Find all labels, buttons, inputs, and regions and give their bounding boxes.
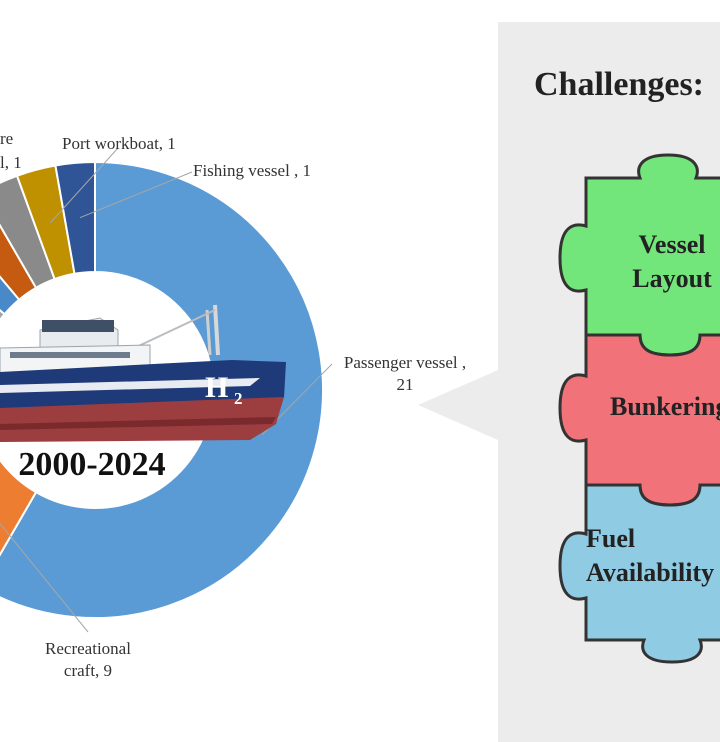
leader-recreational-craft	[0, 522, 89, 633]
fishing-vessel-label: Fishing vessel , 1	[193, 161, 312, 180]
passenger-vessel-label: Passenger vessel , 21	[343, 353, 467, 394]
bunkering-text: Bunkering	[610, 392, 720, 421]
donut-slice-1	[0, 458, 38, 557]
puzzle-piece-fuel-availability	[558, 483, 720, 664]
hydrogen-ship-illustration	[0, 304, 286, 442]
leader-fishing-vessel	[79, 171, 193, 219]
challenges-title: Challenges:	[534, 66, 704, 103]
ship-h2-subscript: 2	[234, 389, 243, 408]
fuel-availability-text: Fuel Availability	[586, 524, 715, 587]
port-workboat-label: Port workboat, 1	[62, 134, 176, 153]
ship-h2-badge: H	[205, 371, 228, 404]
donut-slice-7	[54, 160, 96, 275]
leader-port-workboat	[49, 147, 119, 224]
partial-category-label-top: re	[0, 129, 14, 148]
recreational-craft-label: Recreational craft, 9	[45, 639, 131, 680]
partial-category-label-bottom: l, 1	[0, 153, 22, 172]
callout-pointer	[418, 370, 498, 440]
chart-canvas: H 2	[0, 147, 720, 664]
period-label: 2000-2024	[18, 446, 166, 483]
vessel-layout-text: Vessel Layout	[632, 230, 712, 293]
